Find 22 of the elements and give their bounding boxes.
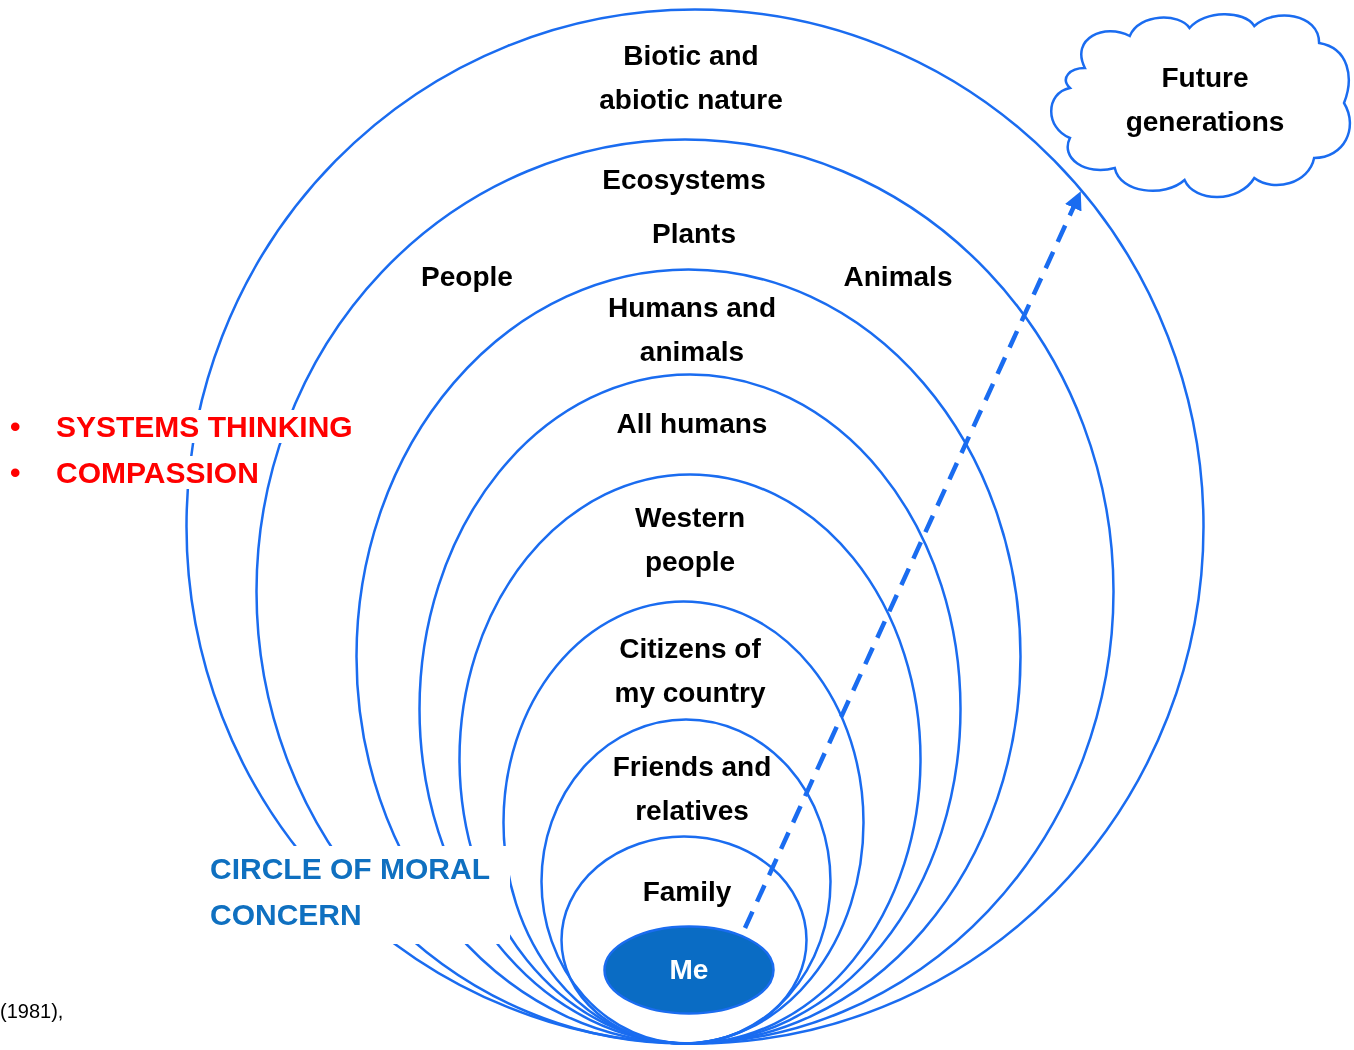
bullet-marker: •	[10, 455, 22, 491]
circle-label: Biotic and abiotic nature	[598, 39, 784, 117]
circle-ellipse	[502, 600, 865, 1045]
circle-label: Ecosystems	[601, 163, 767, 197]
circle-ellipse	[540, 718, 832, 1045]
circle-label: Citizens of my country	[613, 632, 767, 710]
circle-label: Me	[668, 953, 710, 987]
center-ellipse	[603, 925, 775, 1015]
circle-label: All humans	[615, 407, 769, 441]
bullet-marker: •	[10, 409, 22, 445]
circle-label: Western people	[634, 501, 746, 579]
circle-label: People	[420, 260, 514, 294]
diagram-caption: CIRCLE OF MORAL CONCERN	[210, 846, 510, 944]
dashed-arrow	[742, 191, 1083, 929]
circle-label: Animals	[842, 260, 954, 294]
circle-ellipse	[560, 835, 808, 1045]
circle-label: Humans and animals	[607, 291, 777, 369]
circle-label: Friends and relatives	[611, 750, 773, 828]
circle-label: Family	[641, 875, 733, 909]
source-note: (1981),	[0, 1000, 64, 1023]
circle-label: Plants	[651, 217, 737, 251]
circle-label: Future generations	[1124, 61, 1286, 139]
